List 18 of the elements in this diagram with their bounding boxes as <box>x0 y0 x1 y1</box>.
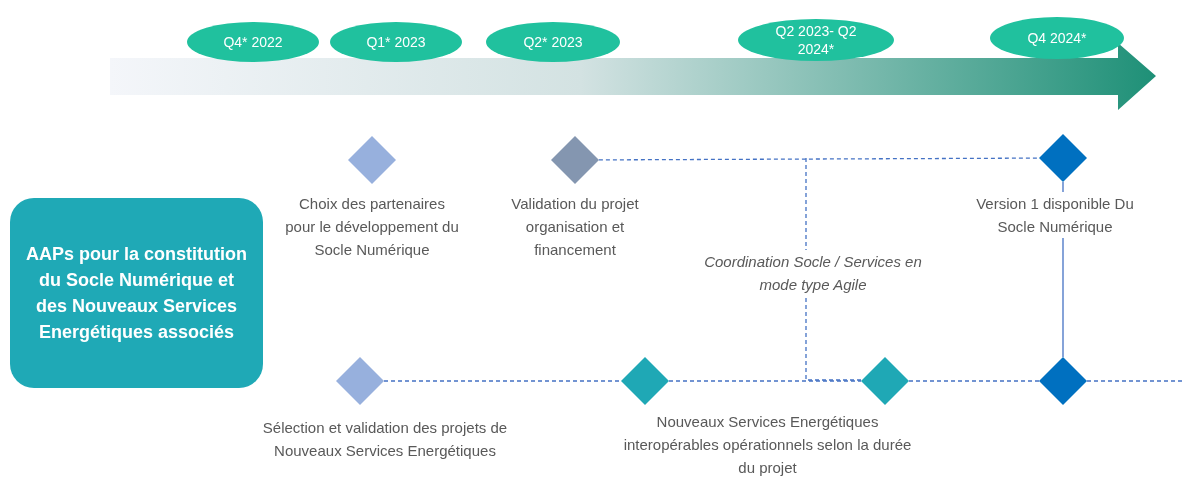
connector-line <box>668 380 862 382</box>
milestone-diamond <box>1039 134 1087 182</box>
connector-line <box>598 157 1040 161</box>
milestone-diamond <box>1039 357 1087 405</box>
milestone-diamond <box>621 357 669 405</box>
topic-box: AAPs pour la constitution du Socle Numérique et des Nouveaux Services Energétiques associés <box>10 198 263 388</box>
date-ellipse: Q4* 2022 <box>187 22 319 62</box>
date-ellipse: Q1* 2023 <box>330 22 462 62</box>
milestone-diamond <box>551 136 599 184</box>
date-ellipse: Q4 2024* <box>990 17 1124 59</box>
date-ellipse: Q2* 2023 <box>486 22 620 62</box>
connector-line <box>908 380 1040 382</box>
connector-line <box>1086 380 1184 382</box>
milestone-diamond <box>348 136 396 184</box>
date-ellipse: Q2 2023- Q2 2024* <box>738 19 894 61</box>
milestone-diamond <box>861 357 909 405</box>
connector-line <box>383 380 622 382</box>
milestone-diamond <box>336 357 384 405</box>
